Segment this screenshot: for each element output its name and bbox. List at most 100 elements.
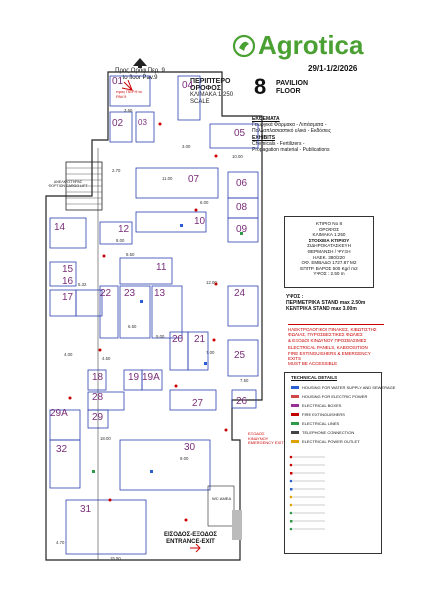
legend-item: TELEPHONE CONNECTION: [291, 430, 354, 435]
room-number: 28: [92, 392, 104, 403]
stand-18: [87, 369, 107, 391]
stand-30: [119, 439, 211, 491]
legend-swatch: [291, 440, 299, 444]
wc-room: [207, 485, 235, 527]
dimension: 7.00: [206, 350, 215, 355]
dimension: 6.50: [128, 324, 137, 329]
room-number: 23: [124, 288, 136, 299]
legend-label: ELECTRICAL POWER OUTLET: [302, 439, 360, 444]
brand-name: Agrotica: [258, 30, 364, 60]
stand-10: [135, 211, 207, 233]
tech-marks: [68, 122, 243, 522]
wc-label: WC ΑΜΕΑ: [212, 496, 232, 501]
direction-line-2: to floor Pav.9: [122, 75, 158, 81]
legend-label: TELEPHONE CONNECTION: [302, 430, 355, 435]
stand-17: [75, 289, 103, 317]
building-info-box: ΚΤΙΡΙΟ Νο 8 ΟΡΟΦΟΣ ΚΛΙΜΑΚΑ 1:250 ΣΤΟΙΧΕΙ…: [284, 216, 374, 288]
stairs-hatch: [66, 167, 102, 205]
stand-21: [187, 331, 209, 371]
stand-27: [169, 389, 217, 411]
room-number: 15: [62, 264, 74, 275]
room-number: 27: [192, 398, 204, 409]
room-number: 26: [236, 396, 248, 407]
room-number: 14: [54, 222, 66, 233]
room-number: 20: [172, 334, 184, 345]
structure-block: [232, 510, 242, 540]
dimension: 6.00: [200, 200, 209, 205]
legend-label: HOUSING FOR ELECTRIC POWER: [302, 394, 368, 399]
room-number: 21: [194, 334, 206, 345]
stand-07: [135, 167, 219, 199]
room-number: 30: [184, 442, 196, 453]
stand-15: [49, 261, 77, 287]
stand-26: [231, 389, 257, 409]
dimension: 4.50: [102, 356, 111, 361]
exhibits-gr-heading: ΕΚΘΕΜΑΤΑ: [252, 116, 280, 122]
event-date: 29/1-1/2/2026: [308, 64, 358, 73]
legend-label: HOUSING FOR WATER SUPPLY AND SEWERAGE: [302, 385, 396, 390]
dimension: 7.50: [240, 378, 249, 383]
info-line: ΣΤΟΙΧΕΙΑ ΚΤΙΡΙΟΥ: [308, 237, 350, 243]
legend-item: HOUSING FOR WATER SUPPLY AND SEWERAGE: [291, 385, 395, 390]
room-number: 16: [62, 276, 74, 287]
stand-13: [151, 285, 183, 339]
info-line: ΟΦ. ΕΜΒΑΔΟ 1727.87 M2: [301, 260, 357, 266]
stand-09: [227, 217, 259, 243]
legend-item: ELECTRICAL LINES: [291, 421, 339, 426]
room-number: 29A: [50, 408, 68, 419]
heights-heading: ΥΨΟΣ :: [286, 294, 304, 300]
room-number: 09: [236, 224, 248, 235]
exhibits-en-line2: Propagation material - Publications: [252, 147, 330, 154]
room-number: 13: [154, 288, 166, 299]
room-number: 10: [194, 216, 206, 227]
dimension: 12.00: [206, 280, 217, 285]
stand-32: [49, 439, 81, 489]
scale-gr: ΚΛΙΜΑΚΑ 1:250: [190, 92, 234, 98]
arrow-up-icon: [133, 58, 147, 68]
direction-line-1: Προς Οροφ.Περ. 9: [115, 68, 165, 74]
agrotica-logo: Agrotica: [232, 30, 402, 64]
info-line: ΥΨΟΣ : 2.50 m: [313, 271, 345, 277]
exhibits-en-line1: Chemicals - Fertilizers -: [252, 140, 305, 147]
heights-perimeter: ΠΕΡΙΜΕΤΡΙΚΑ STAND max 2.50m: [286, 300, 366, 306]
room-number: 32: [56, 444, 68, 455]
legend-swatch: [291, 413, 299, 417]
room-number: 12: [118, 224, 130, 235]
legend-item: FIRE EXTINGUISHERS: [291, 412, 345, 417]
info-line: ΘΕΡΜΑΝΣΗ / ΨΥΞΗ: [307, 248, 351, 254]
dimension: 3.50: [124, 108, 133, 113]
legend-title: TECHNICAL DETAILS: [291, 375, 338, 380]
pavilion-gr-line2: ΟΡΟΦΟΣ: [190, 85, 221, 92]
emergency-exit-label: ΕΞΟΔΟΣ ΚΙΝΔΥΝΟΥ EMERGENCY EXIT: [248, 431, 284, 446]
stand-24: [227, 285, 259, 327]
room-number: 31: [80, 504, 92, 515]
legend-swatch: [291, 404, 299, 408]
dimension: 8.50: [126, 252, 135, 257]
exhibits-block: ΕΚΘΕΜΑΤΑ Γεωργικά Φάρμακα - Λιπάσματα - …: [252, 116, 372, 153]
dimension: 8.00: [116, 238, 125, 243]
warning-line: ΦΩΛΙΑΣ, ΠΥΡΟΣΒΕΣΤΙΚΕΣ ΦΩΛΙΕΣ: [288, 332, 363, 338]
room-number: 04: [182, 80, 194, 91]
dimension: 5.00: [156, 334, 165, 339]
legend-swatch: [291, 395, 299, 399]
stand-04: [177, 75, 201, 121]
technical-legend: TECHNICAL DETAILS HOUSING FOR WATER SUPP…: [284, 372, 395, 554]
building-outline: [45, 71, 263, 561]
room-number: 02: [112, 118, 124, 129]
dimension: 4.00: [64, 352, 73, 357]
stand-25: [227, 339, 259, 377]
legend-item: ELECTRICAL BOXES: [291, 403, 341, 408]
stand-02: [109, 111, 133, 143]
exhibits-en-heading: EXHIBITS: [252, 134, 276, 141]
room-number: 25: [234, 350, 246, 361]
dimension: 9.00: [180, 456, 189, 461]
exit-gr: ΕΙΣΟΔΟΣ-ΕΞΟΔΟΣ: [164, 532, 217, 538]
warning-line: ΗΛΕΚΤΡΟΛΟΓΙΚΟΙ ΠΙΝΑΚΕΣ, ΚΙΒΩΤΙΣΤΗΣ: [288, 327, 377, 332]
room-number: 11: [156, 262, 167, 273]
room-number: 07: [188, 174, 200, 185]
warning-line: FIRE EXTINGUISHERS & EMERGENCY EXITS: [288, 350, 371, 362]
stand-01: [109, 75, 151, 107]
legend-label: ELECTRICAL LINES: [302, 421, 340, 426]
direction-note: Προς Οροφ.Περ. 9 to floor Pav.9: [100, 58, 180, 82]
